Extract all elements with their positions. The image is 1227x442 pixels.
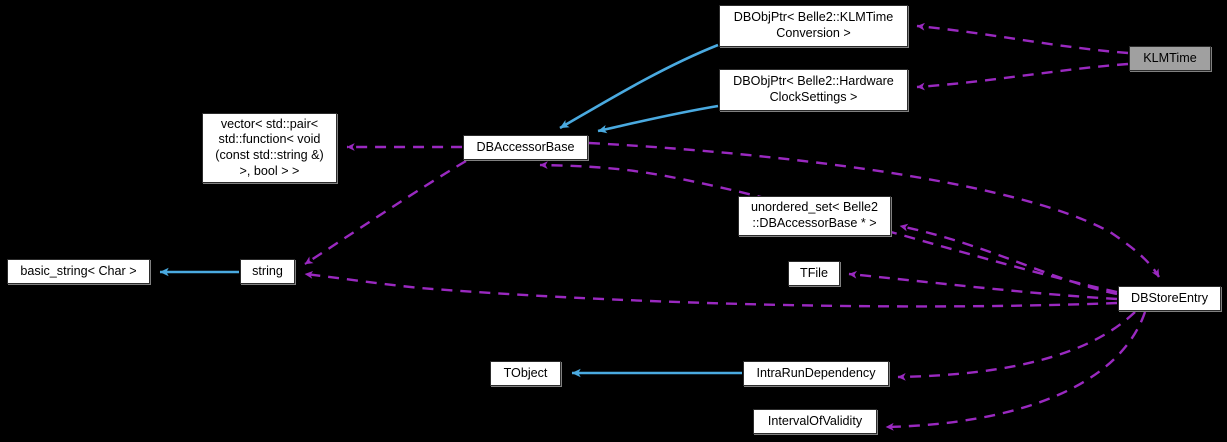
node-dbobjptr-klmtimeconversion[interactable]: DBObjPtr< Belle2::KLMTime Conversion >	[719, 5, 908, 47]
edge-dbstoreentry-to-intrarundependency	[897, 311, 1136, 381]
edge-dbaccessorbase-to-dbstoreentry	[588, 141, 1161, 278]
node-dbstoreentry[interactable]: DBStoreEntry	[1118, 286, 1221, 311]
node-label: KLMTime	[1143, 50, 1197, 65]
node-tobject[interactable]: TObject	[490, 361, 561, 386]
edge-dbstoreentry-to-unordered-set	[899, 223, 1118, 296]
node-label: DBStoreEntry	[1131, 290, 1208, 305]
node-label: DBObjPtr< Belle2::Hardware ClockSettings…	[733, 74, 894, 104]
edge-dbstoreentry-to-intervalofvalidity	[885, 311, 1147, 431]
node-label: unordered_set< Belle2 ::DBAccessorBase *…	[750, 200, 879, 230]
node-basic-string-char[interactable]: basic_string< Char >	[7, 259, 150, 284]
node-label: TObject	[503, 365, 548, 380]
node-label: vector< std::pair< std::function< void (…	[215, 116, 324, 178]
edge-klmtime-to-dbobjptr-klmtimeconversion	[916, 22, 1129, 55]
node-label: IntervalOfValidity	[767, 413, 863, 428]
node-label: DBObjPtr< Belle2::KLMTime Conversion >	[733, 10, 894, 40]
node-unordered-set-dbaccessorbase[interactable]: unordered_set< Belle2 ::DBAccessorBase *…	[738, 196, 891, 236]
node-intervalofvalidity[interactable]: IntervalOfValidity	[753, 409, 877, 434]
node-dbobjptr-hardwareclocksettings[interactable]: DBObjPtr< Belle2::Hardware ClockSettings…	[719, 69, 908, 111]
node-label: string	[252, 263, 283, 278]
node-vector-pair-function[interactable]: vector< std::pair< std::function< void (…	[202, 113, 337, 183]
node-label: DBAccessorBase	[476, 139, 575, 154]
node-string[interactable]: string	[240, 259, 295, 284]
edge-dbobjptr-klmtimeconversion-inherits-dbaccessorbase	[559, 43, 719, 130]
node-klmtime[interactable]: KLMTime	[1129, 46, 1211, 71]
node-dbaccessorbase[interactable]: DBAccessorBase	[463, 135, 588, 160]
node-label: basic_string< Char >	[20, 263, 137, 278]
edge-klmtime-to-dbobjptr-hardwareclocksettings	[916, 62, 1129, 91]
edge-dbstoreentry-to-string	[304, 270, 1118, 308]
node-intrarundependency[interactable]: IntraRunDependency	[743, 361, 889, 386]
edge-dbstoreentry-to-dbaccessorbase	[539, 161, 1118, 294]
edge-dbstoreentry-to-tfile	[848, 270, 1118, 301]
edge-dbobjptr-hardwareclocksettings-inherits-dbaccessorbase	[597, 104, 719, 134]
node-tfile[interactable]: TFile	[788, 261, 840, 286]
node-label: TFile	[800, 265, 828, 280]
edge-dbaccessorbase-to-string	[304, 159, 467, 266]
node-label: IntraRunDependency	[756, 365, 876, 380]
